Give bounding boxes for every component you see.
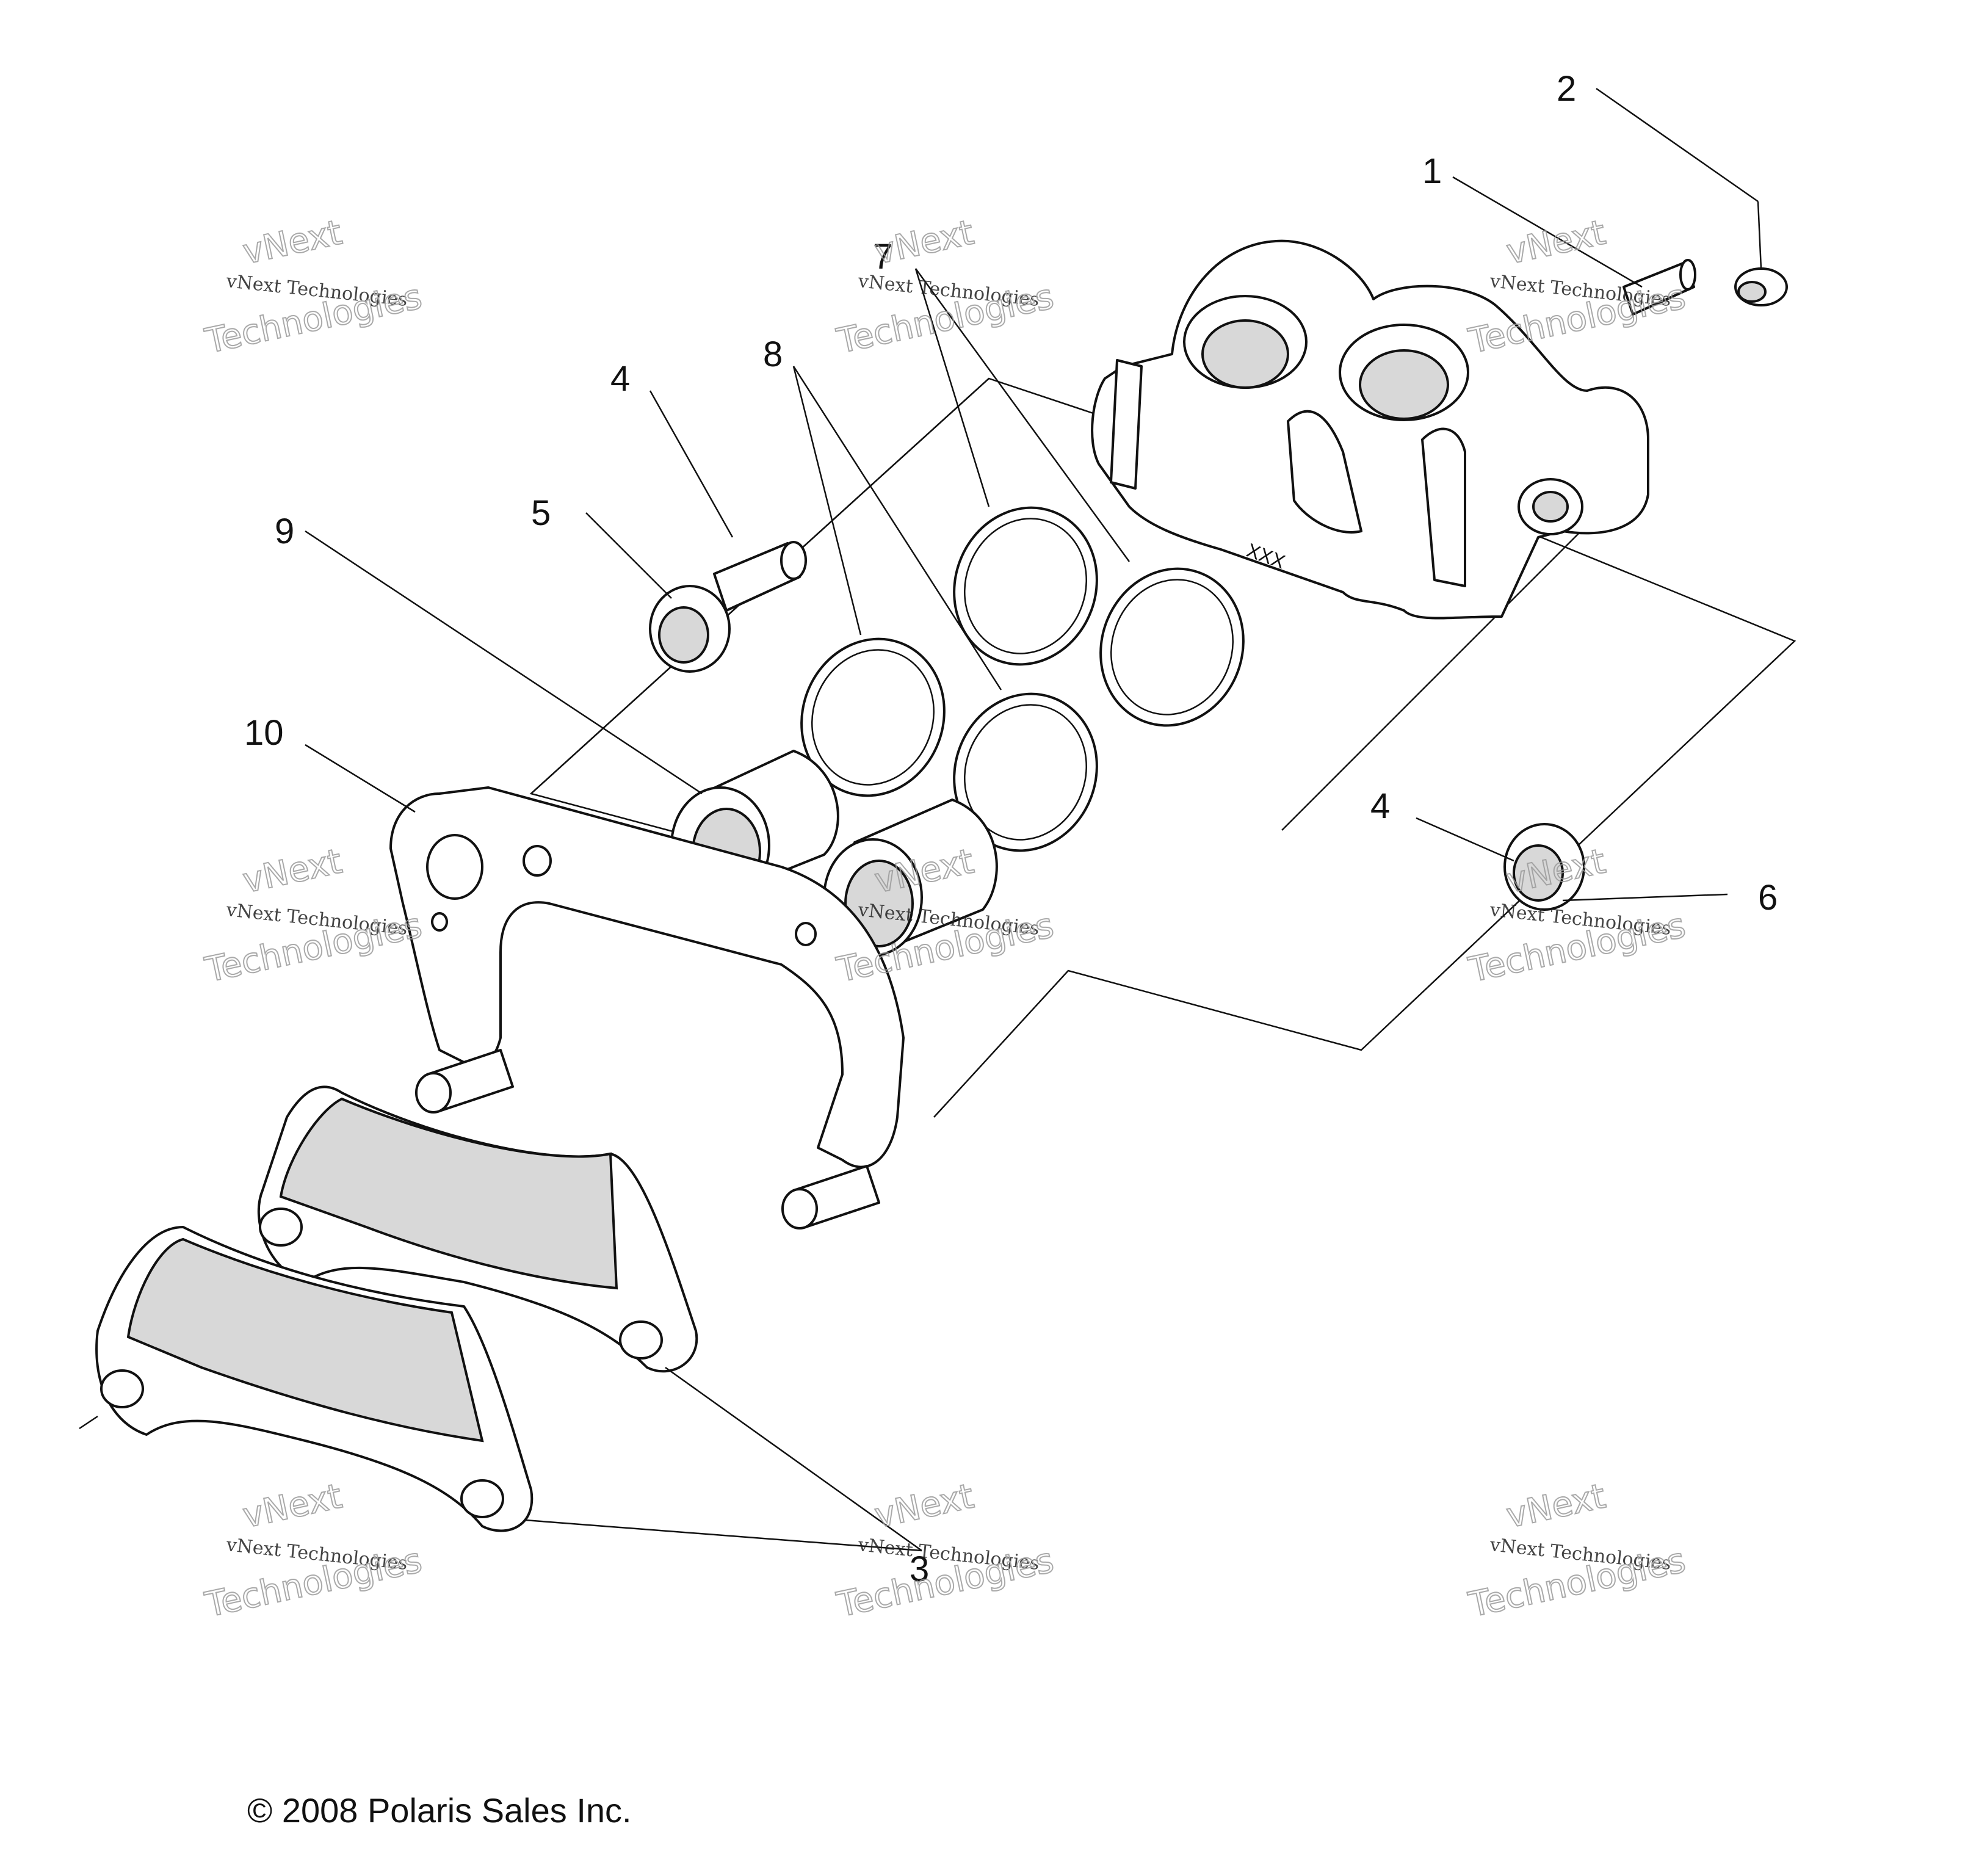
watermark: vNext vNext Technologies Technologies: [1464, 1476, 1689, 1626]
callout-numbers: 1 2 7 8 4 5 9 10 4 6 3: [244, 69, 1778, 1589]
callout-4-left: 4: [610, 359, 630, 399]
svg-text:vNext: vNext: [239, 1476, 345, 1536]
callout-2: 2: [1557, 69, 1576, 109]
svg-text:vNext: vNext: [239, 212, 345, 272]
watermark: vNext vNext Technologies Technologies: [1464, 212, 1689, 362]
watermark: vNext vNext Technologies Technologies: [201, 212, 425, 362]
svg-text:vNext: vNext: [871, 212, 977, 272]
mounting-bracket: [389, 786, 905, 1230]
watermark: vNext vNext Technologies Technologies: [1464, 841, 1689, 991]
callout-10: 10: [244, 713, 284, 753]
slide-pin-boot-left: [649, 541, 807, 673]
piston-seals: [800, 506, 1245, 852]
callout-5: 5: [531, 493, 551, 533]
callout-1: 1: [1422, 151, 1442, 191]
copyright-text: © 2008 Polaris Sales Inc.: [247, 1791, 632, 1830]
leader-lines: [79, 87, 1762, 1552]
svg-text:vNext: vNext: [239, 841, 345, 901]
callout-4-right: 4: [1370, 786, 1390, 826]
watermark: vNext vNext Technologies Technologies: [201, 1476, 425, 1626]
watermark: vNext vNext Technologies Technologies: [833, 1476, 1057, 1626]
callout-3: 3: [910, 1549, 929, 1589]
callout-7: 7: [873, 237, 892, 277]
watermark: vNext vNext Technologies Technologies: [201, 841, 425, 991]
svg-text:vNext: vNext: [1503, 212, 1609, 272]
brake-pad-inner: [257, 1085, 698, 1373]
callout-6: 6: [1758, 878, 1778, 918]
slide-pin-boot-right: [1503, 823, 1585, 911]
svg-text:vNext: vNext: [1503, 1476, 1609, 1536]
callout-9: 9: [275, 512, 294, 551]
svg-text:vNext: vNext: [871, 1476, 977, 1536]
watermark: vNext vNext Technologies Technologies: [833, 212, 1057, 362]
bleeder-screw: [1623, 259, 1696, 316]
caliper-body: XXX: [1091, 239, 1649, 620]
bleeder-cap: [1734, 267, 1788, 306]
brake-pad-outer: [95, 1226, 534, 1532]
callout-8: 8: [763, 335, 783, 374]
